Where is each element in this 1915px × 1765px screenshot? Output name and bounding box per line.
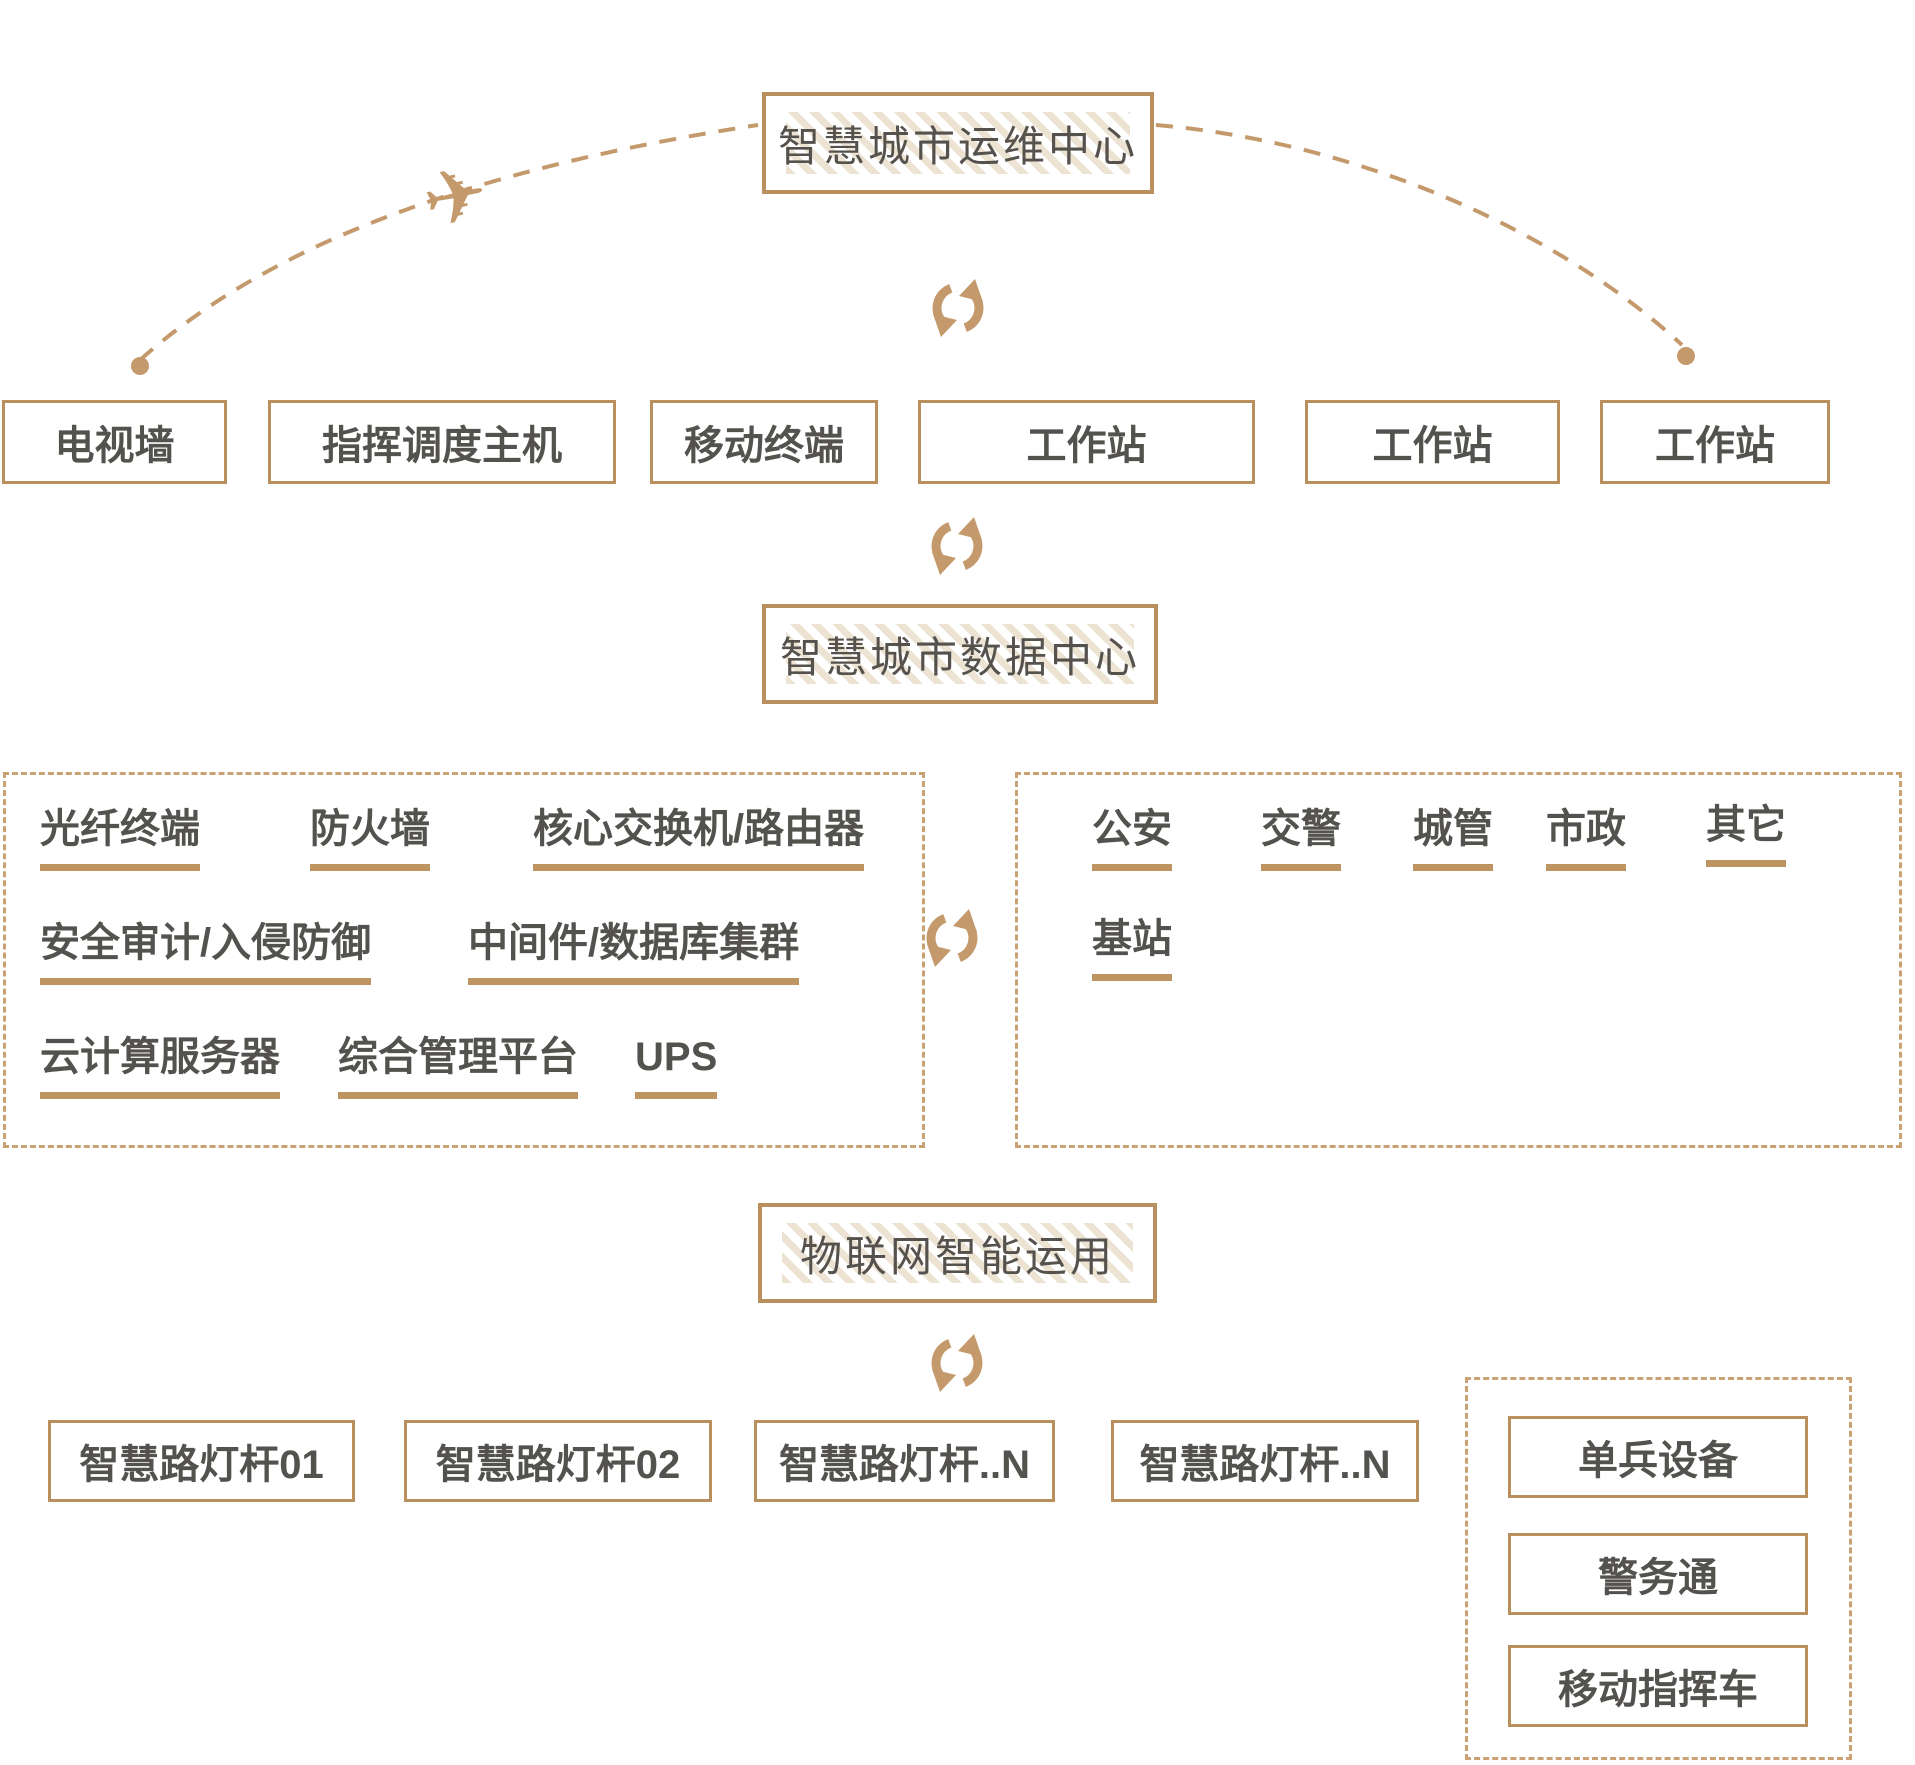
arc-endpoint-dot-right [1677, 347, 1695, 365]
node-individual-equipment: 单兵设备 [1508, 1416, 1808, 1498]
node-dispatch-host: 指挥调度主机 [268, 400, 616, 484]
node-mobile-terminal: 移动终端 [650, 400, 878, 484]
hatch-fill: 物联网智能运用 [782, 1223, 1133, 1283]
sync-icon [926, 276, 990, 340]
node-light-pole-n1-label: 智慧路灯杆..N [778, 1443, 1031, 1487]
arc-right-segment [1155, 123, 1684, 347]
node-police-communicator: 警务通 [1508, 1533, 1808, 1615]
node-individual-equipment-label: 单兵设备 [1578, 1439, 1738, 1483]
node-workstation-3-label: 工作站 [1655, 424, 1775, 468]
label-core-switch-router: 核心交换机/路由器 [533, 806, 865, 871]
node-light-pole-02: 智慧路灯杆02 [404, 1420, 712, 1502]
node-light-pole-01-label: 智慧路灯杆01 [79, 1443, 324, 1487]
hatch-fill: 智慧城市数据中心 [780, 624, 1137, 684]
node-operations-center: 智慧城市运维中心 [762, 92, 1154, 194]
label-middleware-db-cluster: 中间件/数据库集群 [468, 920, 800, 985]
node-light-pole-n2: 智慧路灯杆..N [1111, 1420, 1419, 1502]
node-light-pole-01: 智慧路灯杆01 [48, 1420, 355, 1502]
node-iot-application-label: 物联网智能运用 [799, 1232, 1115, 1280]
airplane-icon: ✈ [415, 149, 496, 246]
label-management-platform: 综合管理平台 [338, 1034, 578, 1099]
sync-icon [925, 514, 989, 578]
node-workstation-1-label: 工作站 [1026, 424, 1147, 468]
node-mobile-command-vehicle-label: 移动指挥车 [1558, 1668, 1758, 1712]
label-ups: UPS [635, 1034, 718, 1099]
node-dispatch-host-label: 指挥调度主机 [322, 424, 562, 468]
label-security-audit-ips: 安全审计/入侵防御 [40, 920, 372, 985]
node-light-pole-02-label: 智慧路灯杆02 [435, 1443, 681, 1487]
node-mobile-command-vehicle: 移动指挥车 [1508, 1645, 1808, 1727]
node-mobile-terminal-label: 移动终端 [684, 424, 844, 468]
node-tv-wall: 电视墙 [2, 400, 227, 484]
node-operations-center-label: 智慧城市运维中心 [778, 122, 1139, 170]
node-iot-application: 物联网智能运用 [758, 1203, 1157, 1303]
node-workstation-1: 工作站 [918, 400, 1255, 484]
group-agency-access [1015, 772, 1902, 1148]
node-data-center-label: 智慧城市数据中心 [780, 633, 1141, 681]
node-light-pole-n1: 智慧路灯杆..N [754, 1420, 1055, 1502]
label-others: 其它 [1706, 802, 1786, 867]
group-mobile-units: 单兵设备 警务通 移动指挥车 [1465, 1377, 1852, 1760]
sync-icon [920, 906, 984, 970]
node-tv-wall-label: 电视墙 [54, 424, 175, 468]
label-fiber-terminal: 光纤终端 [40, 806, 200, 871]
node-workstation-2-label: 工作站 [1372, 424, 1493, 468]
node-light-pole-n2-label: 智慧路灯杆..N [1139, 1443, 1391, 1487]
label-cloud-server: 云计算服务器 [40, 1034, 280, 1099]
hatch-fill: 智慧城市运维中心 [778, 112, 1135, 174]
node-police-communicator-label: 警务通 [1598, 1556, 1718, 1600]
sync-icon [925, 1331, 989, 1395]
label-urban-management: 城管 [1413, 806, 1493, 871]
arc-endpoint-dot-left [131, 357, 149, 375]
group-datacenter-infrastructure [3, 772, 925, 1148]
node-workstation-3: 工作站 [1600, 400, 1830, 484]
label-public-security: 公安 [1092, 806, 1172, 871]
node-data-center: 智慧城市数据中心 [762, 604, 1158, 704]
label-firewall: 防火墙 [310, 806, 430, 871]
label-base-station: 基站 [1092, 916, 1172, 981]
label-traffic-police: 交警 [1261, 806, 1341, 871]
node-workstation-2: 工作站 [1305, 400, 1560, 484]
label-municipal: 市政 [1546, 806, 1626, 871]
